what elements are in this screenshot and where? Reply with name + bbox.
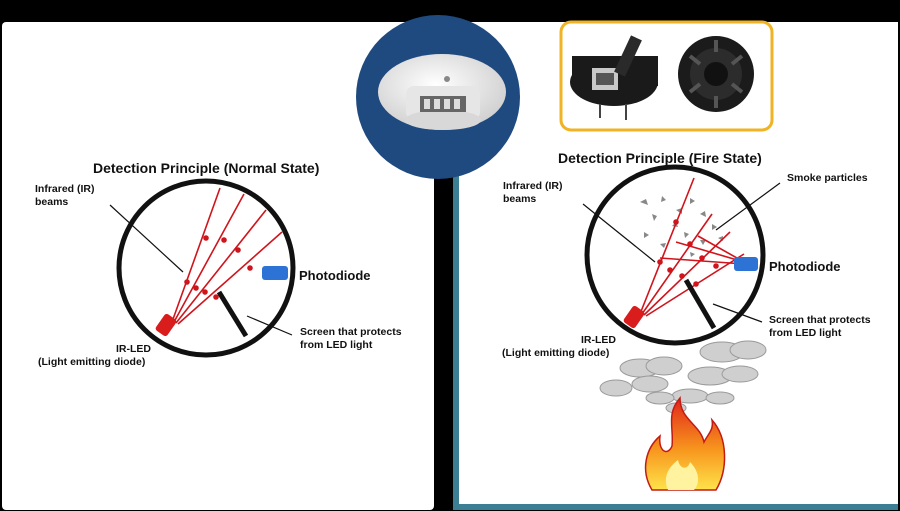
fire-flame-icon — [644, 396, 726, 491]
ir-beams — [171, 187, 283, 325]
smoke-cloud-icon — [599, 340, 767, 414]
ir-beams-label-1: Infrared (IR) — [503, 180, 563, 192]
smoke-particles-label: Smoke particles — [787, 172, 868, 184]
chamber-cover-photo — [678, 36, 754, 112]
ir-led-label-1: IR-LED — [116, 343, 151, 355]
photodiode — [262, 266, 288, 280]
protective-screen — [216, 290, 249, 338]
smoke-particles — [640, 196, 723, 257]
ir-beams-label-1: Infrared (IR) — [35, 183, 95, 195]
smoke-detector-photo — [356, 15, 520, 179]
chamber-circle — [584, 164, 766, 346]
sensor-chamber-photos — [559, 20, 774, 132]
screen-label-2: from LED light — [300, 339, 373, 351]
screen-label-1: Screen that protects — [769, 314, 871, 326]
normal-state-diagram: Detection Principle (Normal State) Infra… — [35, 160, 402, 368]
ir-led — [155, 313, 177, 337]
photodiode — [734, 257, 758, 271]
ir-led-label-1: IR-LED — [581, 334, 616, 346]
ir-beams-label-2: beams — [35, 196, 68, 208]
chamber-circle — [116, 178, 296, 358]
fire-state-diagram: Detection Principle (Fire State) — [502, 150, 871, 491]
ir-led-label-2: (Light emitting diode) — [502, 347, 609, 359]
screen-label-1: Screen that protects — [300, 326, 402, 338]
screen-label-2: from LED light — [769, 327, 842, 339]
ir-led-label-2: (Light emitting diode) — [38, 356, 145, 368]
ir-beams — [639, 177, 745, 317]
normal-title: Detection Principle (Normal State) — [93, 160, 319, 176]
ir-beams-label-2: beams — [503, 193, 536, 205]
photodiode-label: Photodiode — [769, 259, 841, 274]
fire-title: Detection Principle (Fire State) — [558, 150, 762, 166]
protective-screen — [683, 278, 717, 330]
photodiode-label: Photodiode — [299, 268, 371, 283]
ir-led — [623, 305, 645, 329]
chamber-base-photo — [570, 35, 658, 120]
